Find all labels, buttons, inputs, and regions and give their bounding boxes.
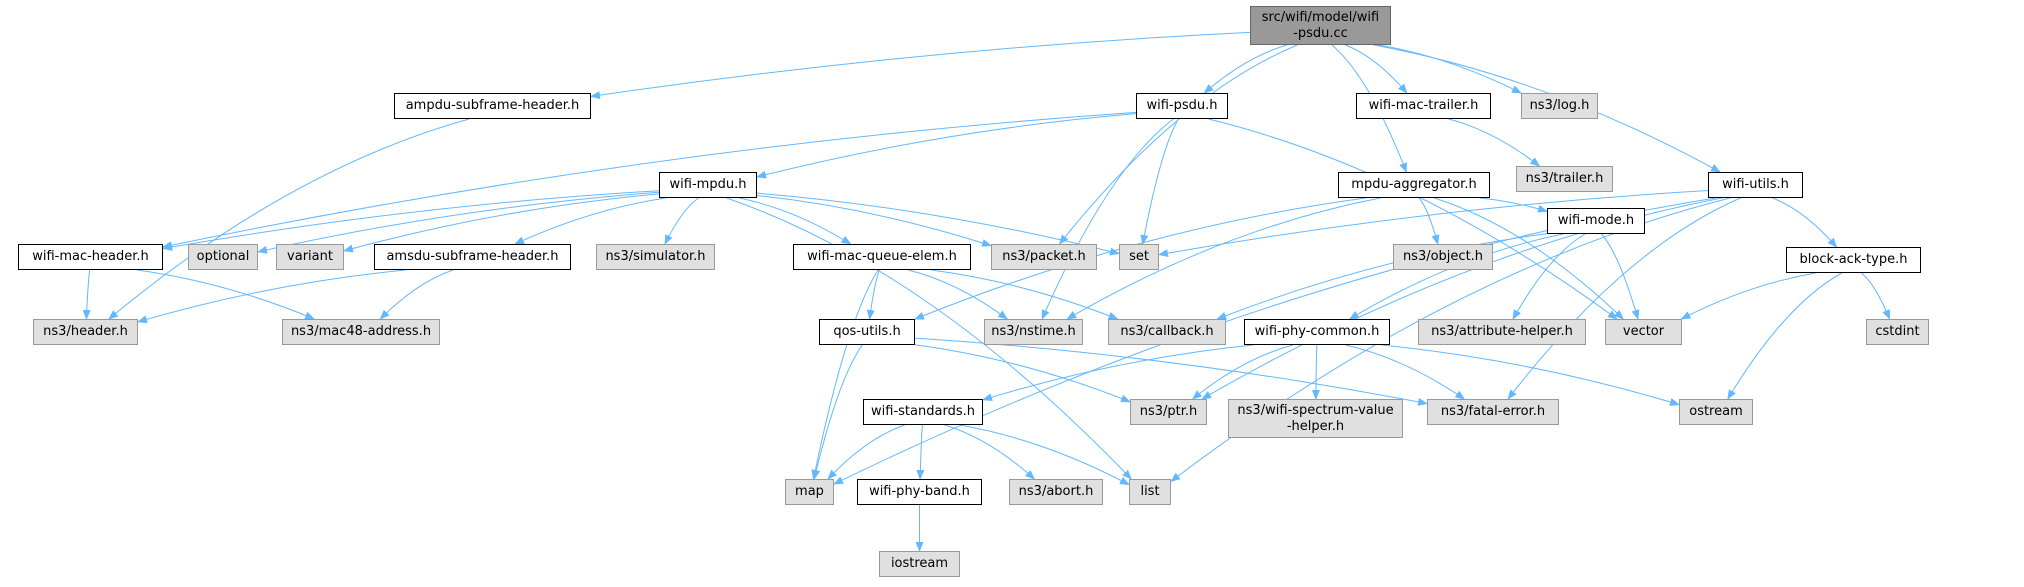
node-ns3-fatal-error: ns3/fatal-error.h: [1427, 399, 1559, 425]
node-set: set: [1119, 244, 1159, 270]
node-root-wifi-psdu-cc: src/wifi/model/wifi -psdu.cc: [1250, 6, 1391, 45]
edge-qos-utils-to-ns3-fatal-error: [914, 337, 1428, 406]
edge-wifi-phy-common-to-ostream: [1381, 344, 1680, 406]
edge-mpdu-aggregator-to-vector: [1434, 197, 1624, 320]
edge-wifi-utils-to-ns3-ptr: [1201, 197, 1722, 400]
edge-block-ack-type-to-ostream: [1727, 272, 1842, 400]
node-ostream: ostream: [1679, 399, 1753, 425]
edge-root-to-wifi-mac-trailer: [1345, 44, 1408, 94]
node-wifi-mac-header[interactable]: wifi-mac-header.h: [18, 244, 163, 270]
node-ns3-ptr: ns3/ptr.h: [1130, 399, 1207, 425]
node-ns3-nstime: ns3/nstime.h: [984, 319, 1083, 345]
node-ns3-attribute-helper: ns3/attribute-helper.h: [1418, 319, 1586, 345]
edge-ampdu-subframe-header-to-ns3-header: [108, 118, 470, 320]
edge-mpdu-aggregator-to-qos-utils: [914, 197, 1366, 320]
dependency-edges: [82, 31, 1891, 552]
node-cstdint: cstdint: [1866, 319, 1929, 345]
edge-wifi-mac-queue-elem-to-ns3-nstime: [908, 269, 1009, 320]
edge-mpdu-aggregator-to-wifi-mode: [1479, 197, 1548, 213]
edge-wifi-mpdu-to-ns3-simulator: [664, 197, 699, 245]
edge-wifi-psdu-to-wifi-mac-header: [162, 111, 1137, 250]
node-iostream: iostream: [879, 551, 960, 577]
edge-amsdu-subframe-header-to-ns3-mac48-address: [379, 269, 454, 320]
edge-wifi-phy-common-to-ns3-wifi-spectrum-value-helper: [1311, 344, 1320, 400]
edge-wifi-standards-to-ns3-abort: [944, 424, 1036, 480]
node-ns3-log: ns3/log.h: [1521, 93, 1598, 119]
edge-wifi-utils-to-block-ack-type: [1772, 197, 1838, 248]
edge-wifi-mpdu-to-amsdu-subframe-header: [514, 197, 666, 245]
edge-wifi-mode-to-vector: [1601, 233, 1640, 320]
node-ns3-header: ns3/header.h: [33, 319, 138, 345]
edge-wifi-psdu-to-wifi-mpdu: [756, 113, 1137, 179]
edge-wifi-mac-header-to-ns3-mac48-address: [137, 269, 316, 320]
node-ns3-callback: ns3/callback.h: [1108, 319, 1226, 345]
edge-wifi-mpdu-to-wifi-mac-header: [162, 190, 660, 251]
edge-wifi-mac-queue-elem-to-qos-utils: [866, 269, 880, 320]
edge-root-to-mpdu-aggregator: [1331, 44, 1407, 173]
node-optional: optional: [188, 244, 258, 270]
edge-wifi-mac-header-to-ns3-header: [82, 269, 91, 320]
node-wifi-standards[interactable]: wifi-standards.h: [863, 399, 983, 425]
node-wifi-mode[interactable]: wifi-mode.h: [1547, 208, 1645, 234]
edge-qos-utils-to-ns3-ptr: [914, 344, 1131, 403]
edge-wifi-standards-to-wifi-phy-band: [916, 424, 925, 480]
edge-wifi-mpdu-to-optional: [257, 191, 660, 254]
node-block-ack-type[interactable]: block-ack-type.h: [1786, 247, 1921, 273]
node-vector: vector: [1605, 319, 1682, 345]
edge-root-to-ns3-log: [1378, 44, 1522, 94]
edge-wifi-phy-common-to-wifi-standards: [982, 344, 1254, 402]
node-wifi-phy-common[interactable]: wifi-phy-common.h: [1244, 319, 1390, 345]
node-list: list: [1129, 479, 1171, 505]
edge-wifi-mac-trailer-to-ns3-trailer: [1448, 118, 1541, 167]
node-ampdu-subframe-header[interactable]: ampdu-subframe-header.h: [394, 93, 591, 119]
node-ns3-mac48-address: ns3/mac48-address.h: [282, 319, 440, 345]
node-wifi-phy-band[interactable]: wifi-phy-band.h: [857, 479, 982, 505]
edge-wifi-mode-to-ns3-attribute-helper: [1512, 233, 1586, 320]
edge-block-ack-type-to-cstdint: [1861, 272, 1891, 320]
edge-qos-utils-to-map: [812, 344, 863, 480]
edge-wifi-standards-to-list: [959, 424, 1130, 486]
edge-wifi-mpdu-to-wifi-mac-queue-elem: [739, 197, 852, 245]
edge-wifi-mpdu-to-list: [726, 197, 1132, 480]
edge-wifi-mac-queue-elem-to-ns3-callback: [931, 269, 1119, 320]
edge-wifi-mpdu-to-ns3-packet: [756, 195, 992, 247]
edge-amsdu-subframe-header-to-ns3-header: [137, 269, 406, 324]
node-variant: variant: [276, 244, 344, 270]
edge-wifi-phy-common-to-ns3-fatal-error: [1345, 344, 1466, 400]
node-wifi-utils[interactable]: wifi-utils.h: [1708, 172, 1803, 198]
node-ns3-abort: ns3/abort.h: [1009, 479, 1103, 505]
node-ns3-packet: ns3/packet.h: [991, 244, 1097, 270]
edge-wifi-utils-to-ns3-fatal-error: [1507, 197, 1741, 400]
edge-wifi-psdu-to-ns3-nstime: [1041, 118, 1174, 320]
node-wifi-psdu[interactable]: wifi-psdu.h: [1136, 93, 1228, 119]
edge-block-ack-type-to-vector: [1680, 272, 1816, 320]
edge-wifi-mpdu-to-variant: [343, 193, 660, 253]
edge-wifi-utils-to-set: [1158, 190, 1709, 258]
node-mpdu-aggregator[interactable]: mpdu-aggregator.h: [1338, 172, 1490, 198]
edge-root-to-ampdu-subframe-header: [590, 31, 1251, 100]
edge-wifi-mpdu-to-set: [756, 192, 1120, 256]
edge-wifi-phy-common-to-ns3-ptr: [1191, 344, 1294, 400]
edge-wifi-psdu-to-set: [1140, 118, 1179, 245]
node-ns3-simulator: ns3/simulator.h: [596, 244, 715, 270]
edge-root-to-wifi-utils: [1373, 44, 1721, 173]
edge-mpdu-aggregator-to-ns3-nstime: [1066, 197, 1381, 320]
edge-wifi-mode-to-ns3-callback: [1216, 233, 1548, 320]
node-map: map: [785, 479, 834, 505]
node-ns3-object: ns3/object.h: [1393, 244, 1493, 270]
node-wifi-mpdu[interactable]: wifi-mpdu.h: [659, 172, 757, 198]
node-wifi-mac-trailer[interactable]: wifi-mac-trailer.h: [1356, 93, 1491, 119]
node-qos-utils[interactable]: qos-utils.h: [819, 319, 915, 345]
node-ns3-trailer: ns3/trailer.h: [1516, 166, 1613, 192]
edge-wifi-mac-queue-elem-to-map: [811, 269, 879, 480]
node-amsdu-subframe-header[interactable]: amsdu-subframe-header.h: [374, 244, 571, 270]
edge-wifi-standards-to-map: [827, 424, 905, 480]
edge-root-to-wifi-psdu: [1203, 44, 1288, 94]
node-ns3-wifi-spectrum-value-helper: ns3/wifi-spectrum-value -helper.h: [1228, 399, 1403, 438]
node-wifi-mac-queue-elem[interactable]: wifi-mac-queue-elem.h: [793, 244, 971, 270]
